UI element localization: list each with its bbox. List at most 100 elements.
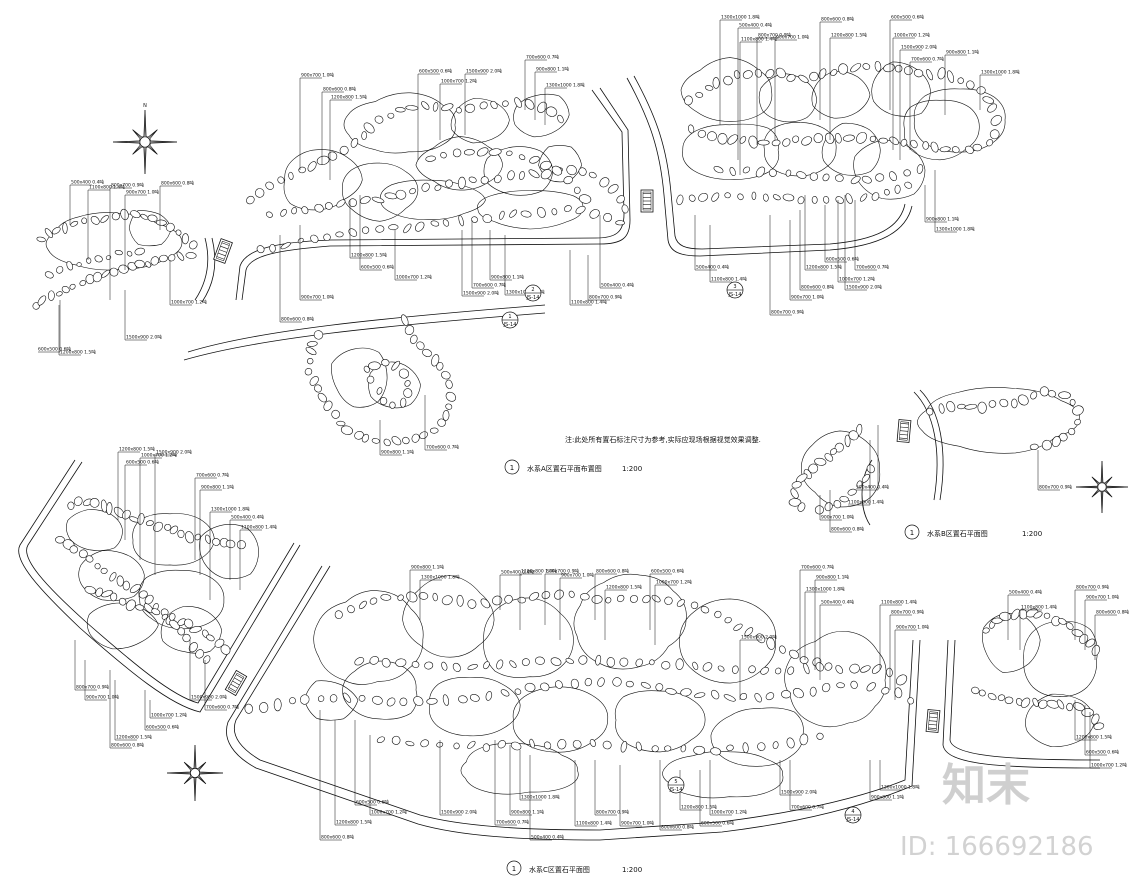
callout-label: 900x700 1.0吨 — [776, 34, 809, 41]
callout-label: 1200x800 1.5吨 — [119, 446, 155, 453]
rock — [1079, 634, 1089, 644]
rock — [860, 665, 871, 673]
detail-marker: 5JS-14 — [667, 776, 685, 794]
callout-label: 800x700 0.9吨 — [546, 568, 579, 575]
rock — [732, 665, 739, 674]
planting-bubble — [784, 631, 887, 728]
rock — [1016, 698, 1023, 706]
rock — [479, 101, 488, 110]
rock — [397, 594, 404, 601]
plan-title-b: 1 水系B区置石平面图 1:200 — [904, 524, 1042, 540]
bridge-icon — [896, 419, 912, 443]
rock — [572, 739, 582, 749]
rock — [1059, 432, 1068, 442]
rock — [56, 291, 63, 297]
callout-label: 1200x800 1.5吨 — [336, 819, 372, 826]
rock — [298, 166, 306, 174]
detail-marker: 1JS-14 — [501, 311, 519, 329]
rock — [361, 226, 370, 234]
bridge-rail — [898, 421, 910, 441]
callout-label: 900x700 1.0吨 — [1086, 594, 1119, 601]
rock — [789, 649, 800, 659]
rock — [811, 195, 818, 204]
callout-label: 500x400 0.4吨 — [821, 599, 854, 606]
rock — [889, 171, 897, 182]
callout-label: 900x700 1.0吨 — [301, 72, 334, 79]
rock — [189, 240, 198, 250]
callout-label: 900x700 1.0吨 — [561, 572, 594, 579]
rock — [125, 599, 136, 611]
rock — [922, 141, 930, 150]
rock — [989, 129, 1000, 140]
rock — [739, 136, 747, 144]
planting-bubble — [128, 210, 172, 247]
rock — [269, 244, 276, 253]
rock — [467, 740, 476, 749]
callout-label: 1200x800 1.5吨 — [331, 94, 367, 101]
rock — [640, 682, 651, 689]
rock — [395, 189, 407, 200]
rock — [847, 488, 857, 496]
rock — [127, 262, 137, 271]
rock — [839, 495, 849, 503]
rock — [700, 606, 710, 614]
rock — [105, 255, 112, 260]
rock — [354, 657, 365, 666]
planting-bubble — [160, 606, 222, 654]
rock — [1093, 722, 1105, 730]
detail-marker-sheet: JS-14 — [728, 292, 742, 298]
rock — [391, 360, 401, 371]
rock — [692, 661, 699, 670]
callout-label: 600x500 0.6吨 — [146, 724, 179, 731]
general-note: 注:此处所有置石标注尺寸为参考,实际应现场根据视觉效果调整. — [565, 435, 761, 444]
rock — [265, 181, 274, 190]
rock — [436, 741, 444, 748]
rock — [89, 498, 100, 508]
rock — [782, 138, 791, 147]
rock — [939, 146, 951, 153]
rock — [453, 742, 460, 750]
rock — [913, 69, 924, 78]
rock — [972, 143, 982, 152]
callout-label: 500x400 0.4吨 — [601, 282, 634, 289]
north-arrow-icon — [1075, 460, 1129, 514]
rock — [603, 212, 613, 222]
rock — [536, 207, 546, 218]
rock — [991, 617, 1003, 624]
rock — [254, 188, 265, 198]
callout-label: 700x600 0.7吨 — [801, 564, 834, 571]
rock — [651, 745, 659, 753]
rock — [468, 176, 477, 183]
callout-label: 1000x700 1.2吨 — [839, 276, 875, 283]
rock — [550, 657, 562, 666]
rock — [580, 593, 590, 601]
rock — [680, 744, 687, 753]
rock — [445, 379, 453, 389]
rock — [772, 741, 779, 749]
rock — [379, 397, 388, 405]
callout-label: 1500x900 2.0吨 — [156, 449, 192, 456]
rock — [803, 662, 810, 675]
rock — [620, 740, 628, 753]
rock — [1058, 391, 1071, 400]
rock — [47, 290, 55, 301]
rock — [432, 592, 438, 602]
rock — [688, 124, 695, 134]
rock — [754, 68, 762, 78]
detail-marker-number: 1 — [508, 314, 511, 320]
watermark-id: ID: 166692186 — [900, 832, 1094, 862]
road-edge — [26, 461, 295, 704]
rock — [100, 567, 108, 574]
planting-bubble — [871, 61, 931, 117]
callout-label: 1100x800 1.4吨 — [848, 499, 884, 506]
rock — [301, 206, 309, 215]
rock — [110, 592, 118, 602]
rock — [492, 595, 503, 606]
rock — [469, 694, 480, 702]
rock — [436, 362, 444, 371]
rock — [120, 208, 129, 221]
road-edge — [626, 77, 913, 257]
rock — [957, 77, 964, 84]
rock — [518, 171, 525, 180]
callout-label: 800x700 0.9吨 — [76, 684, 109, 691]
